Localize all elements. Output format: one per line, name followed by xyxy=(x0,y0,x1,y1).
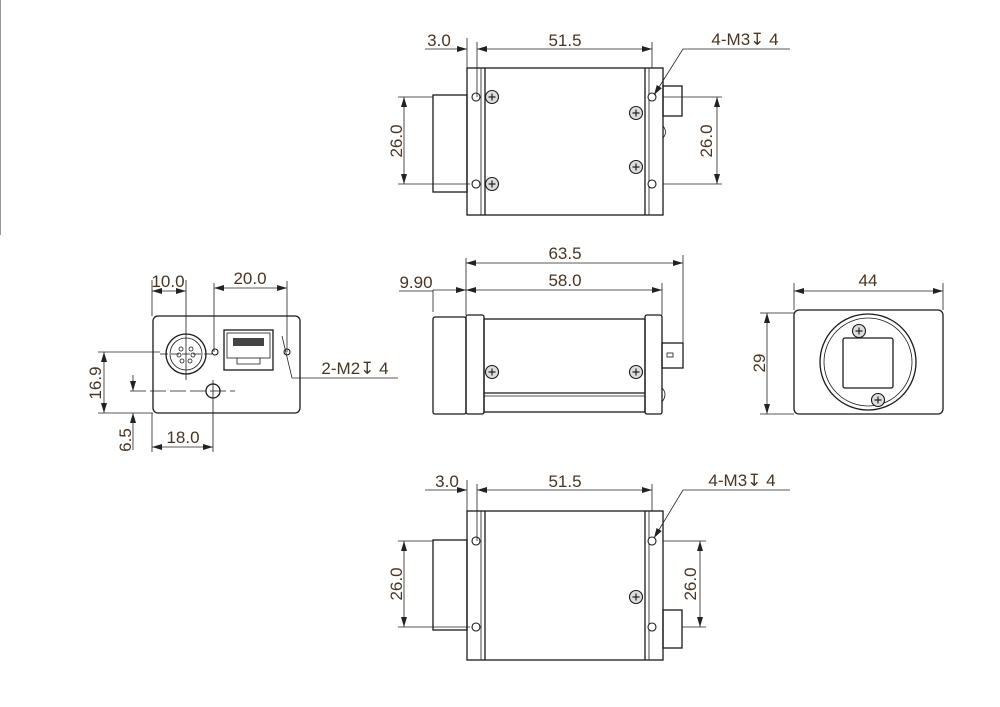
dim-flange-label: 3.0 xyxy=(427,31,451,50)
mount-holes xyxy=(471,536,657,632)
front-view: 44 29 xyxy=(750,271,944,415)
top-view: 3.0 51.5 4-M3↧ 4 26.0 26.0 xyxy=(387,30,790,216)
dim-center-label: 18.0 xyxy=(166,428,199,447)
back-panel xyxy=(152,315,301,414)
camera-body xyxy=(466,67,664,216)
dim-connector-label: 10.0 xyxy=(151,272,184,291)
dim-length-label: 51.5 xyxy=(548,472,581,491)
lens-mount xyxy=(432,316,467,415)
camera-body xyxy=(466,510,664,661)
lens-ring xyxy=(819,313,917,411)
callout-label: 4-M3↧ 4 xyxy=(708,471,775,490)
dim-left-height-label: 26.0 xyxy=(387,124,406,157)
lens-mount xyxy=(432,539,468,631)
dim-length-label: 51.5 xyxy=(548,31,581,50)
ethernet-port xyxy=(223,329,274,371)
power-io-connector xyxy=(160,280,212,380)
lens-mount xyxy=(432,94,468,193)
callout-label: 2-M2↧ 4 xyxy=(321,359,388,378)
dim-body-label: 58.0 xyxy=(548,271,581,290)
dim-height-label: 29 xyxy=(750,354,769,373)
dim-offset-label: 6.5 xyxy=(116,428,135,452)
bottom-view: 3.0 51.5 4-M3↧ 4 26.0 26.0 xyxy=(387,471,790,661)
dim-flange-label: 3.0 xyxy=(435,472,459,491)
connector xyxy=(662,609,683,649)
side-view: 63.5 58.0 9.90 xyxy=(399,244,684,415)
front-face xyxy=(793,309,944,415)
screws xyxy=(484,89,644,192)
dim-width-label: 44 xyxy=(859,271,878,290)
dim-left-height-label: 26.0 xyxy=(387,567,406,600)
back-view: 10.0 20.0 2-M2↧ 4 16.9 6.5 18.0 xyxy=(86,269,398,452)
connector xyxy=(662,85,683,117)
dim-lens-label: 9.90 xyxy=(399,273,432,292)
dim-height-label: 16.9 xyxy=(86,366,105,399)
dim-holes-label: 20.0 xyxy=(233,269,266,288)
sensor-window xyxy=(842,337,894,389)
dim-overall-label: 63.5 xyxy=(548,244,581,263)
connector xyxy=(661,342,684,369)
callout-label: 4-M3↧ 4 xyxy=(711,30,778,49)
camera-body xyxy=(483,318,646,413)
dim-right-height-label: 26.0 xyxy=(697,124,716,157)
mount-holes xyxy=(471,92,657,189)
dim-right-height-label: 26.0 xyxy=(681,567,700,600)
